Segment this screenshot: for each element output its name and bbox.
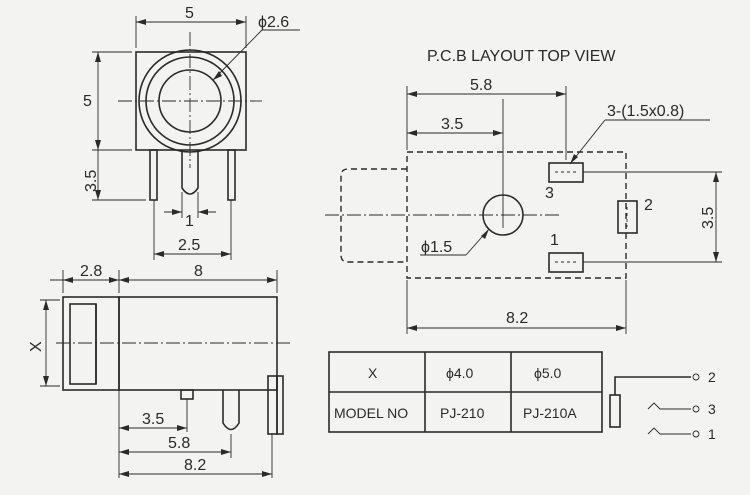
pcb-hole-offset-dim: 3.5 xyxy=(441,116,463,133)
schematic-pin-3: 3 xyxy=(708,401,716,417)
front-width-dim: 5 xyxy=(185,5,194,22)
front-pin-pitch-dim: 2.5 xyxy=(178,237,200,254)
side-head-dim: 2.8 xyxy=(80,263,102,280)
front-pin-center xyxy=(181,150,199,195)
side-pin1-dim: 3.5 xyxy=(142,411,164,428)
schematic-sleeve xyxy=(609,394,621,428)
front-pin-left xyxy=(149,149,158,201)
table-cell-pj210a: PJ-210A xyxy=(523,405,577,421)
pcb-layout: P.C.B LAYOUT TOP VIEW 3 2 1 5.8 3.5 xyxy=(325,48,722,334)
side-body xyxy=(118,296,278,391)
side-length-dim: 8 xyxy=(194,263,203,280)
side-pin2-dim: 5.8 xyxy=(168,435,190,452)
schematic-pin-1: 1 xyxy=(708,426,716,442)
pcb-length-dim: 8.2 xyxy=(506,310,528,327)
side-pin-rear xyxy=(267,375,278,435)
pcb-pads-dim: 3-(1.5x0.8) xyxy=(607,103,684,120)
side-head-inner xyxy=(69,303,97,385)
pcb-height-dim: 3.5 xyxy=(700,207,717,229)
table-header-phi5: ϕ5.0 xyxy=(534,365,562,381)
pcb-pad-2 xyxy=(617,200,638,234)
pcb-head-outline xyxy=(340,168,407,263)
pcb-pad-3-label: 3 xyxy=(545,185,554,202)
schematic-pin-2: 2 xyxy=(708,369,716,385)
front-pin-length-dim: 3.5 xyxy=(83,170,100,192)
side-pin-middle xyxy=(222,390,240,431)
front-view: 5 ϕ2.6 5 3.5 1 2.5 xyxy=(83,5,300,260)
pcb-width-dim: 5.8 xyxy=(470,77,492,94)
model-table: X ϕ4.0 ϕ5.0 MODEL NO PJ-210 PJ-210A xyxy=(328,351,603,433)
front-hole-dim: ϕ2.6 xyxy=(258,14,289,31)
side-head xyxy=(62,296,120,391)
side-pin-tab xyxy=(180,389,194,400)
side-view: 2.8 8 X 3.5 5.8 8.2 xyxy=(28,263,290,478)
front-height-dim: 5 xyxy=(83,93,92,110)
table-header-phi4: ϕ4.0 xyxy=(446,365,474,381)
pcb-title: P.C.B LAYOUT TOP VIEW xyxy=(427,48,616,65)
pcb-pad-3 xyxy=(548,162,584,183)
pcb-pad-1-label: 1 xyxy=(550,232,559,249)
jack-schematic: 2 3 1 xyxy=(609,369,716,442)
side-pin3-dim: 8.2 xyxy=(184,457,206,474)
table-header-x: X xyxy=(368,365,378,381)
pcb-body-outline xyxy=(406,151,627,279)
front-pin-right xyxy=(227,149,236,201)
pcb-pad-2-label: 2 xyxy=(644,197,653,214)
table-cell-pj210: PJ-210 xyxy=(440,405,485,421)
pcb-pad-1 xyxy=(548,252,584,273)
side-x-dim: X xyxy=(28,341,45,352)
pcb-hole-dim: ϕ1.5 xyxy=(421,239,452,256)
front-pin-width-dim: 1 xyxy=(185,213,194,230)
table-cell-model-no: MODEL NO xyxy=(334,405,408,421)
